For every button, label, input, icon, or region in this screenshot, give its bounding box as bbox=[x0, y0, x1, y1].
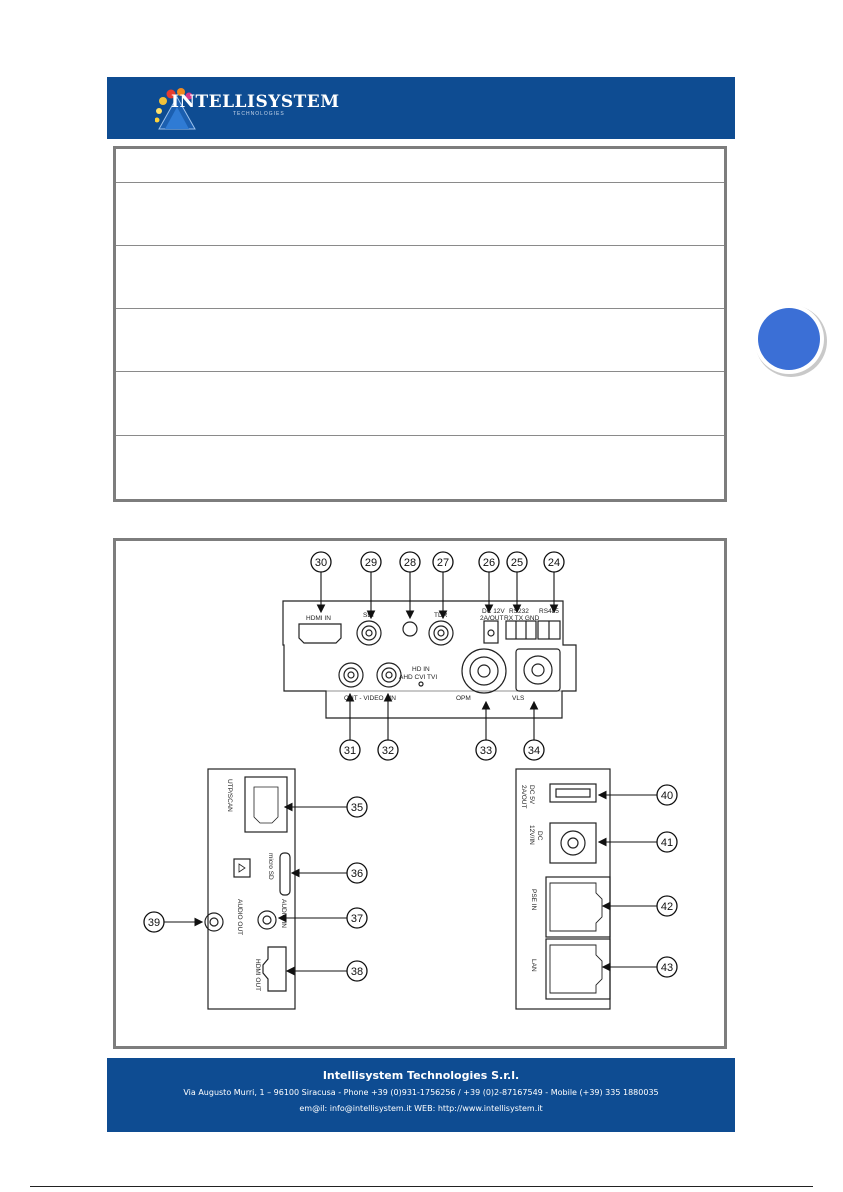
label-hd-in-types: AHD CVI TVI bbox=[399, 674, 437, 681]
callout-29: 29 bbox=[360, 551, 382, 573]
footer-band: Intellisystem Technologies S.r.l. Via Au… bbox=[107, 1058, 735, 1132]
svg-text:29: 29 bbox=[365, 557, 377, 569]
callout-31: 31 bbox=[339, 739, 361, 761]
svg-text:34: 34 bbox=[528, 745, 540, 757]
label-dc12v-out: 2A/OUT bbox=[480, 615, 504, 622]
label-opm: OPM bbox=[456, 695, 471, 702]
logo-subtext: TECHNOLOGIES bbox=[233, 111, 285, 117]
label-dc12v-in-a: DC bbox=[536, 831, 543, 841]
label-rs232-pins: RX TX GND bbox=[504, 615, 540, 622]
label-dc5v: DC 5V bbox=[528, 785, 535, 805]
table-row bbox=[116, 435, 724, 498]
chapter-tab-icon bbox=[754, 304, 827, 377]
callout-34: 34 bbox=[523, 739, 545, 761]
callout-37: 37 bbox=[346, 907, 368, 929]
svg-text:25: 25 bbox=[511, 557, 523, 569]
header-band: INTELLISYSTEM TECHNOLOGIES bbox=[107, 77, 735, 139]
callout-30: 30 bbox=[310, 551, 332, 573]
right-side-panel bbox=[515, 768, 611, 1010]
callout-35: 35 bbox=[346, 796, 368, 818]
footer-company: Intellisystem Technologies S.r.l. bbox=[322, 1069, 520, 1082]
intellisystem-logo bbox=[155, 88, 196, 130]
label-vls: VLS bbox=[512, 695, 525, 702]
label-dc5v-out: 2A/OUT bbox=[520, 785, 527, 809]
page-bottom-rule bbox=[30, 1186, 813, 1187]
label-dc12v-in-b: 12V/IN bbox=[528, 825, 535, 845]
label-hd-in: HD IN bbox=[412, 666, 430, 673]
callout-33: 33 bbox=[475, 739, 497, 761]
svg-text:32: 32 bbox=[382, 745, 394, 757]
label-utp-scan: UTP/SCAN bbox=[226, 779, 233, 812]
connector-diagram-svg: HDMI IN SDI TDR DC 12V 2A/OUT RS232 RX T… bbox=[143, 551, 678, 1010]
svg-text:37: 37 bbox=[351, 913, 363, 925]
label-rs232: RS232 bbox=[509, 608, 529, 615]
logo-wordmark: INTELLISYSTEM bbox=[171, 92, 340, 112]
top-panel-labels: HDMI IN SDI TDR DC 12V 2A/OUT RS232 RX T… bbox=[306, 608, 559, 702]
callout-28: 28 bbox=[399, 551, 421, 573]
label-poe-in: PSE IN bbox=[530, 889, 537, 911]
label-dc12v: DC 12V bbox=[482, 608, 505, 615]
svg-text:31: 31 bbox=[344, 745, 356, 757]
callout-43: 43 bbox=[656, 956, 678, 978]
callout-25: 25 bbox=[506, 551, 528, 573]
callout-42: 42 bbox=[656, 895, 678, 917]
callout-36: 36 bbox=[346, 862, 368, 884]
callout-markers: 30 29 28 27 26 25 24 31 32 33 34 35 36 3… bbox=[143, 551, 678, 982]
callout-32: 32 bbox=[377, 739, 399, 761]
svg-text:26: 26 bbox=[483, 557, 495, 569]
table-row bbox=[116, 182, 724, 245]
label-sdi: SDI bbox=[363, 612, 374, 619]
svg-text:40: 40 bbox=[661, 790, 673, 802]
svg-text:33: 33 bbox=[480, 745, 492, 757]
callout-27: 27 bbox=[432, 551, 454, 573]
callout-24: 24 bbox=[543, 551, 565, 573]
svg-text:30: 30 bbox=[315, 557, 327, 569]
label-out-video-in: OUT - VIDEO - IN bbox=[344, 695, 396, 702]
label-hdmi-in: HDMI IN bbox=[306, 615, 331, 622]
callout-38: 38 bbox=[346, 960, 368, 982]
table-row bbox=[116, 245, 724, 308]
callout-39: 39 bbox=[143, 911, 165, 933]
svg-text:43: 43 bbox=[661, 962, 673, 974]
left-panel-labels: UTP/SCAN micro SD AUDIO IN AUDIO OUT HDM… bbox=[226, 779, 287, 991]
spec-table bbox=[113, 146, 727, 502]
svg-text:38: 38 bbox=[351, 966, 363, 978]
footer-contact: em@il: info@intellisystem.it WEB: http:/… bbox=[299, 1104, 543, 1113]
svg-text:24: 24 bbox=[548, 557, 560, 569]
svg-text:41: 41 bbox=[661, 837, 673, 849]
footer-address: Via Augusto Murri, 1 – 96100 Siracusa - … bbox=[183, 1088, 659, 1097]
svg-text:35: 35 bbox=[351, 802, 363, 814]
callout-40: 40 bbox=[656, 784, 678, 806]
callout-41: 41 bbox=[656, 831, 678, 853]
top-device-panel bbox=[282, 600, 577, 719]
label-micro-sd: micro SD bbox=[267, 853, 274, 880]
connector-diagram: HDMI IN SDI TDR DC 12V 2A/OUT RS232 RX T… bbox=[113, 538, 727, 1049]
table-row bbox=[116, 371, 724, 434]
label-lan: LAN bbox=[530, 959, 537, 972]
svg-text:27: 27 bbox=[437, 557, 449, 569]
left-side-panel bbox=[204, 768, 296, 1010]
svg-text:36: 36 bbox=[351, 868, 363, 880]
svg-text:39: 39 bbox=[148, 917, 160, 929]
label-audio-out: AUDIO OUT bbox=[236, 899, 243, 935]
label-audio-in: AUDIO IN bbox=[280, 899, 287, 928]
svg-text:42: 42 bbox=[661, 901, 673, 913]
table-row bbox=[116, 308, 724, 371]
callout-26: 26 bbox=[478, 551, 500, 573]
callout-leaders bbox=[164, 571, 657, 976]
right-panel-labels: DC 5V 2A/OUT DC 12V/IN PSE IN LAN bbox=[520, 785, 543, 972]
label-tdr: TDR bbox=[434, 612, 448, 619]
label-hdmi-out: HDMI OUT bbox=[254, 959, 261, 991]
svg-text:28: 28 bbox=[404, 557, 416, 569]
label-rs485: RS485 bbox=[539, 608, 559, 615]
